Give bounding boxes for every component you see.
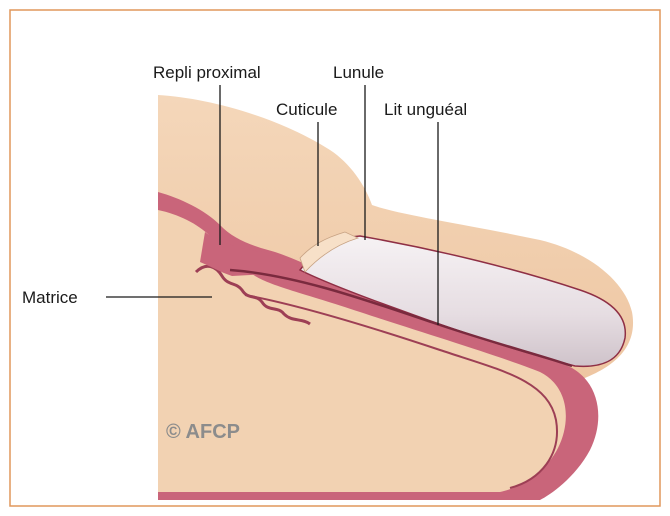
copyright-text: © AFCP — [166, 421, 240, 443]
label-lunule: Lunule — [333, 63, 384, 82]
label-matrice: Matrice — [22, 288, 78, 307]
label-repli-proximal: Repli proximal — [153, 63, 261, 82]
label-lit-ungueal: Lit unguéal — [384, 100, 467, 119]
label-cuticule: Cuticule — [276, 100, 337, 119]
